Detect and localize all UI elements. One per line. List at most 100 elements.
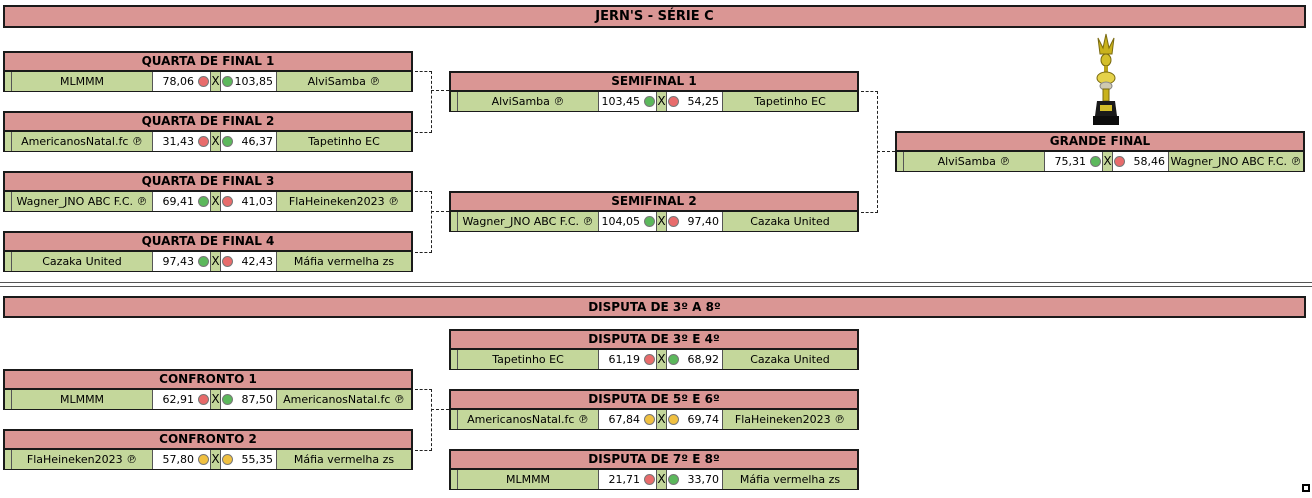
score-away: 97,40 xyxy=(680,212,723,231)
score-away: 42,43 xyxy=(234,252,277,271)
status-dot-away-icon xyxy=(221,192,234,211)
score-home: 61,19 xyxy=(598,350,643,369)
team-away: Cazaka United xyxy=(723,212,857,231)
score-away: 55,35 xyxy=(234,450,277,469)
team-home: Wagner_JNO ABC F.C. ℗ xyxy=(12,192,152,211)
bracket-connector xyxy=(877,151,895,152)
team-home: Tapetinho EC xyxy=(458,350,598,369)
team-away: Máfia vermelha zs xyxy=(277,252,411,271)
status-dot-away-icon xyxy=(667,350,680,369)
row-marker xyxy=(5,72,12,91)
status-dot-away-icon xyxy=(221,390,234,409)
row-marker xyxy=(5,132,12,151)
status-dot-home-icon xyxy=(643,350,656,369)
versus-marker: X xyxy=(210,450,221,469)
row-marker xyxy=(5,390,12,409)
score-home: 104,05 xyxy=(598,212,643,231)
versus-marker: X xyxy=(656,350,667,369)
status-dot-home-icon xyxy=(197,390,210,409)
score-away: 58,46 xyxy=(1126,152,1169,171)
score-home: 57,80 xyxy=(152,450,197,469)
team-away: Cazaka United xyxy=(723,350,857,369)
status-dot-away-icon xyxy=(1113,152,1126,171)
team-home: AmericanosNatal.fc ℗ xyxy=(12,132,152,151)
versus-marker: X xyxy=(656,92,667,111)
score-home: 62,91 xyxy=(152,390,197,409)
trophy-icon xyxy=(1086,30,1126,130)
team-away: Tapetinho EC xyxy=(277,132,411,151)
status-dot-away-icon xyxy=(221,132,234,151)
team-away: AmericanosNatal.fc ℗ xyxy=(277,390,411,409)
row-marker xyxy=(451,92,458,111)
match-title: SEMIFINAL 1 xyxy=(449,71,859,92)
row-marker xyxy=(451,470,458,489)
row-marker xyxy=(897,152,904,171)
row-marker xyxy=(451,410,458,429)
score-home: 103,45 xyxy=(598,92,643,111)
score-away: 68,92 xyxy=(680,350,723,369)
score-home: 97,43 xyxy=(152,252,197,271)
status-dot-home-icon xyxy=(643,410,656,429)
team-home: AmericanosNatal.fc ℗ xyxy=(458,410,598,429)
team-home: AlviSamba ℗ xyxy=(904,152,1044,171)
match-title: QUARTA DE FINAL 2 xyxy=(3,111,413,132)
match-title: CONFRONTO 2 xyxy=(3,429,413,450)
team-home: Cazaka United xyxy=(12,252,152,271)
versus-marker: X xyxy=(656,410,667,429)
row-marker xyxy=(5,450,12,469)
versus-marker: X xyxy=(656,470,667,489)
match-title: DISPUTA DE 5º E 6º xyxy=(449,389,859,410)
status-dot-home-icon xyxy=(197,252,210,271)
versus-marker: X xyxy=(210,390,221,409)
status-dot-away-icon xyxy=(221,72,234,91)
versus-marker: X xyxy=(656,212,667,231)
row-marker xyxy=(5,252,12,271)
team-away: FlaHeineken2023 ℗ xyxy=(723,410,857,429)
score-away: 41,03 xyxy=(234,192,277,211)
status-dot-away-icon xyxy=(221,450,234,469)
score-home: 31,43 xyxy=(152,132,197,151)
score-home: 78,06 xyxy=(152,72,197,91)
versus-marker: X xyxy=(210,192,221,211)
team-away: Wagner_JNO ABC F.C. ℗ xyxy=(1169,152,1303,171)
versus-marker: X xyxy=(210,132,221,151)
score-away: 46,37 xyxy=(234,132,277,151)
bracket-connector xyxy=(861,91,878,213)
bracket-connector xyxy=(415,191,432,253)
match-title: QUARTA DE FINAL 3 xyxy=(3,171,413,192)
match-title: QUARTA DE FINAL 1 xyxy=(3,51,413,72)
bracket-connector xyxy=(415,389,432,451)
match-title: QUARTA DE FINAL 4 xyxy=(3,231,413,252)
row-marker xyxy=(5,192,12,211)
score-away: 103,85 xyxy=(234,72,277,91)
status-dot-away-icon xyxy=(667,410,680,429)
team-away: Tapetinho EC xyxy=(723,92,857,111)
status-dot-away-icon xyxy=(667,470,680,489)
score-away: 87,50 xyxy=(234,390,277,409)
bracket-connector xyxy=(431,90,449,91)
team-home: MLMMM xyxy=(458,470,598,489)
status-dot-home-icon xyxy=(197,132,210,151)
team-away: AlviSamba ℗ xyxy=(277,72,411,91)
versus-marker: X xyxy=(210,252,221,271)
team-home: AlviSamba ℗ xyxy=(458,92,598,111)
section-divider xyxy=(0,282,1312,287)
status-dot-home-icon xyxy=(197,192,210,211)
match-title: DISPUTA DE 3º E 4º xyxy=(449,329,859,350)
